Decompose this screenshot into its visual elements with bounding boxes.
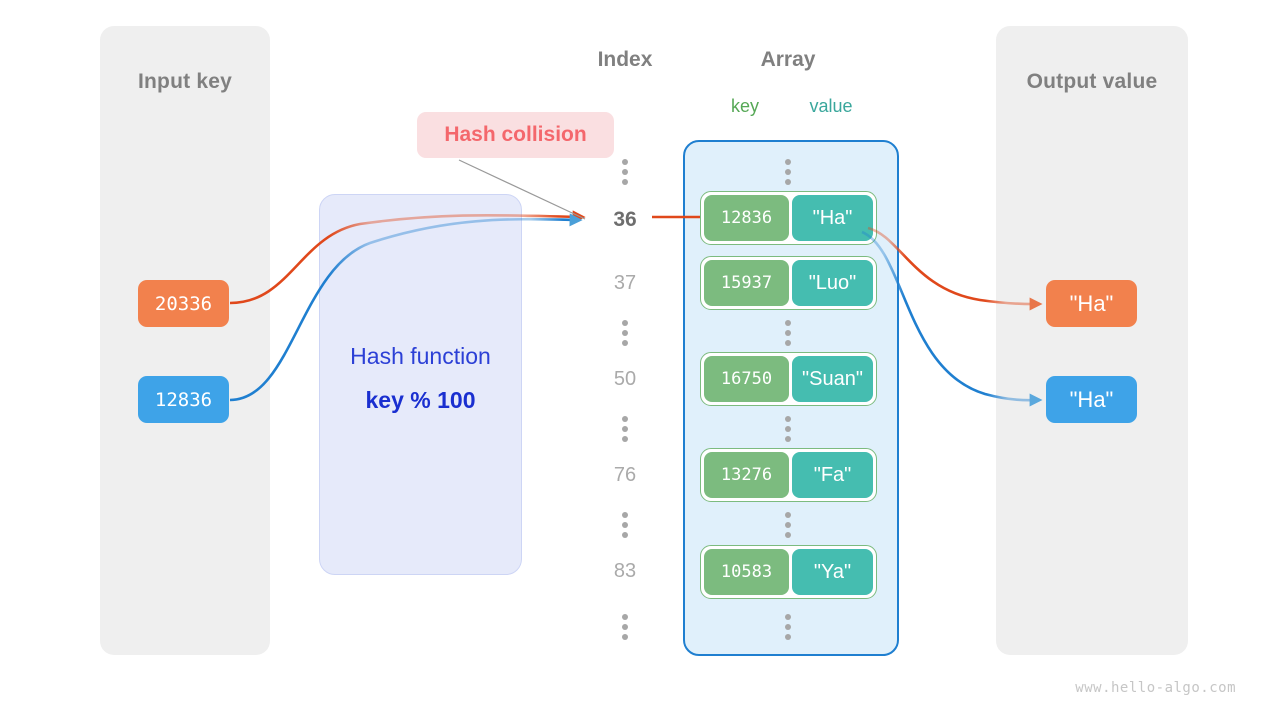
- bucket-value-2: "Suan": [792, 356, 873, 402]
- index-ellipsis-bottom: [622, 614, 628, 640]
- index-label-37: 37: [613, 272, 637, 294]
- input-key-panel: Input key: [100, 26, 270, 655]
- site-watermark: www.hello-algo.com: [1075, 680, 1236, 696]
- output-value-chip-1[interactable]: "Ha": [1046, 376, 1137, 423]
- index-ellipsis-3: [622, 512, 628, 538]
- input-key-chip-0[interactable]: 20336: [138, 280, 229, 327]
- array-column-header: Array: [760, 48, 816, 71]
- array-ellipsis-top: [785, 159, 791, 185]
- index-label-36: 36: [613, 208, 637, 231]
- index-label-76: 76: [613, 464, 637, 486]
- bucket-key-1: 15937: [704, 260, 789, 306]
- bucket-key-3: 13276: [704, 452, 789, 498]
- value-subheader: value: [809, 96, 853, 116]
- array-ellipsis-1: [785, 320, 791, 346]
- bucket-key-0: 12836: [704, 195, 789, 241]
- output-value-chip-0[interactable]: "Ha": [1046, 280, 1137, 327]
- index-ellipsis-top: [622, 159, 628, 185]
- input-panel-title: Input key: [138, 70, 232, 93]
- array-ellipsis-3: [785, 512, 791, 538]
- output-panel-title: Output value: [1026, 70, 1158, 93]
- bucket-row-3[interactable]: 13276 "Fa": [700, 448, 877, 502]
- bucket-value-4: "Ya": [792, 549, 873, 595]
- bucket-row-0[interactable]: 12836 "Ha": [700, 191, 877, 245]
- array-ellipsis-bottom: [785, 614, 791, 640]
- index-column-header: Index: [597, 48, 653, 71]
- index-ellipsis-2: [622, 416, 628, 442]
- bucket-value-1: "Luo": [792, 260, 873, 306]
- input-key-chip-1[interactable]: 12836: [138, 376, 229, 423]
- bucket-key-4: 10583: [704, 549, 789, 595]
- output-value-panel: Output value: [996, 26, 1188, 655]
- hash-function-formula: key % 100: [365, 387, 476, 413]
- bucket-row-1[interactable]: 15937 "Luo": [700, 256, 877, 310]
- array-ellipsis-2: [785, 416, 791, 442]
- hash-function-label: Hash function: [350, 343, 491, 369]
- bucket-value-0: "Ha": [792, 195, 873, 241]
- bucket-key-2: 16750: [704, 356, 789, 402]
- index-label-50: 50: [613, 368, 637, 390]
- index-ellipsis-1: [622, 320, 628, 346]
- index-label-83: 83: [613, 560, 637, 582]
- hash-collision-badge: Hash collision: [417, 112, 614, 158]
- bucket-row-4[interactable]: 10583 "Ya": [700, 545, 877, 599]
- key-subheader: key: [730, 96, 759, 116]
- hash-function-box: Hash function key % 100: [319, 194, 522, 575]
- bucket-value-3: "Fa": [792, 452, 873, 498]
- bucket-row-2[interactable]: 16750 "Suan": [700, 352, 877, 406]
